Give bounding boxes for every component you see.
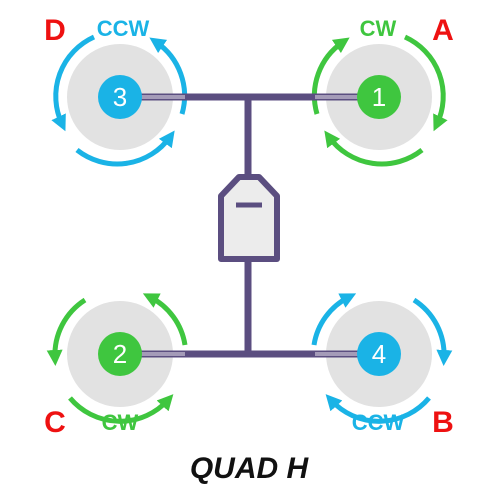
motor-d-rotation-label: CCW xyxy=(97,16,150,41)
motor-c-rotation-label: CW xyxy=(102,410,139,435)
motor-d-hub: 3 xyxy=(98,75,142,119)
motor-c-number: 2 xyxy=(113,339,127,369)
motor-d-rotation-arrows xyxy=(51,34,188,167)
motor-a-number: 1 xyxy=(372,82,386,112)
motor-b-corner-label: B xyxy=(432,406,454,439)
motor-d-corner-label: D xyxy=(44,14,66,47)
motor-a-rotation-label: CW xyxy=(360,16,397,41)
motor-a-corner-label: A xyxy=(432,14,454,47)
motor-a-hub: 1 xyxy=(357,75,401,119)
motor-d-number: 3 xyxy=(113,82,127,112)
motor-c-hub: 2 xyxy=(98,332,142,376)
diagram-title: QUAD H xyxy=(190,452,310,485)
motor-c-rotation-arrows xyxy=(46,293,188,424)
flight-controller-body xyxy=(218,174,280,262)
motor-a-rotation-arrows xyxy=(311,34,448,167)
motor-b-rotation-label: CCW xyxy=(352,410,405,435)
motor-b-hub: 4 xyxy=(357,332,401,376)
motor-b-rotation-arrows xyxy=(311,293,453,424)
motor-c-corner-label: C xyxy=(44,406,66,439)
motor-b-number: 4 xyxy=(372,339,386,369)
